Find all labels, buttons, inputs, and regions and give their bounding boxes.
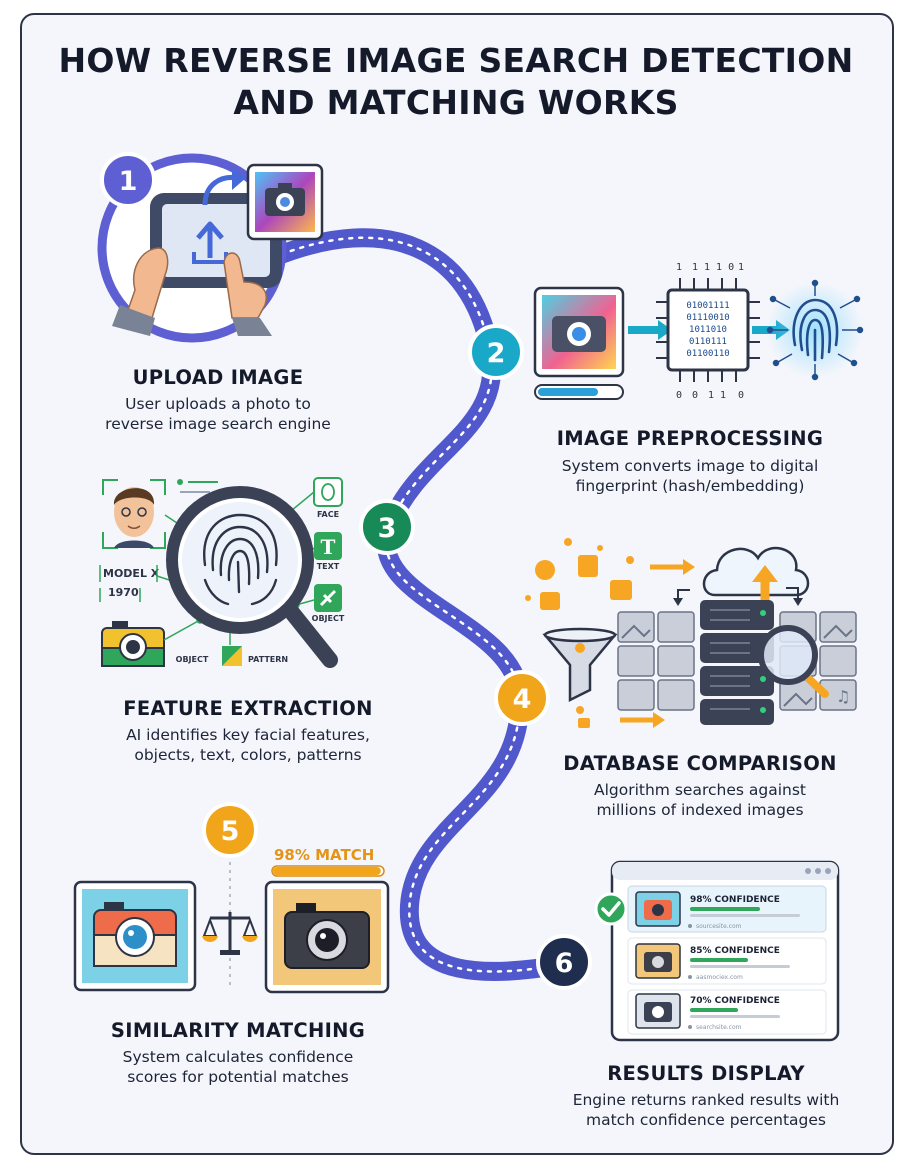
- camera-icon: [101, 621, 165, 667]
- svg-text:1: 1: [738, 262, 744, 273]
- svg-text:4: 4: [513, 684, 532, 715]
- result-confidence: 98% CONFIDENCE: [690, 895, 780, 905]
- svg-text:01001111: 01001111: [686, 301, 729, 311]
- svg-text:1: 1: [692, 262, 698, 273]
- matched-camera-photo: [264, 880, 390, 994]
- result-url[interactable]: searchsite.com: [696, 1024, 742, 1031]
- result-url[interactable]: sourcesite.com: [696, 923, 742, 930]
- step-badge-1: 1: [100, 152, 156, 208]
- object-icon: [314, 584, 342, 612]
- chip-icon: 01001111 01110010 1011010 0110111 011001…: [656, 278, 760, 382]
- svg-text:0110111: 0110111: [689, 337, 727, 347]
- funnel-icon: [542, 627, 618, 728]
- result-url[interactable]: aasmociex.com: [696, 974, 743, 981]
- svg-text:PATTERN: PATTERN: [248, 655, 288, 664]
- check-icon: [594, 892, 628, 926]
- svg-text:0: 0: [676, 390, 682, 401]
- cloud-icon: [702, 546, 810, 600]
- svg-text:6: 6: [555, 948, 574, 979]
- svg-text:TEXT: TEXT: [317, 562, 340, 571]
- step-badge-4: 4: [494, 670, 550, 726]
- face-scan-icon: [313, 477, 343, 507]
- connecting-path: [262, 228, 570, 981]
- svg-text:1970: 1970: [108, 586, 139, 599]
- step-badge-2: 2: [468, 324, 524, 380]
- svg-text:3: 3: [378, 513, 397, 544]
- svg-text:OBJECT: OBJECT: [312, 614, 345, 623]
- svg-text:1 1: 1 1: [708, 390, 726, 401]
- step-3-description: AI identifies key facial features,object…: [126, 726, 370, 764]
- feature-extraction-illustration: MODEL X 1970: [99, 477, 345, 668]
- step-5-title: SIMILARITY MATCHING: [110, 1019, 366, 1042]
- svg-text:FACE: FACE: [317, 510, 339, 519]
- svg-text:1: 1: [119, 166, 138, 197]
- step-4-title: DATABASE COMPARISON: [563, 752, 837, 775]
- svg-text:MODEL X: MODEL X: [103, 567, 160, 580]
- match-label: 98% MATCH: [274, 846, 374, 864]
- step-2-title: IMAGE PREPROCESSING: [556, 427, 824, 450]
- incoming-media-icons: [525, 538, 634, 610]
- svg-text:2: 2: [487, 338, 506, 369]
- svg-text:1 1 0: 1 1 0: [704, 262, 734, 273]
- similarity-illustration: 98% MATCH: [73, 846, 390, 994]
- svg-text:1011010: 1011010: [689, 325, 727, 335]
- step-badge-3: 3: [359, 499, 415, 555]
- step-badge-6: 6: [536, 934, 592, 990]
- face-portrait-icon: [102, 479, 166, 549]
- hand-icon: [112, 247, 272, 336]
- result-confidence: 70% CONFIDENCE: [690, 996, 780, 1006]
- music-note-icon: ♫: [836, 687, 850, 706]
- svg-text:OBJECT: OBJECT: [176, 655, 209, 664]
- upload-progress-bar: [538, 388, 598, 396]
- photo-thumbnail-icon: [246, 163, 324, 241]
- pattern-icon: [222, 646, 242, 666]
- scale-icon: [202, 912, 258, 955]
- result-confidence: 85% CONFIDENCE: [690, 946, 780, 956]
- svg-text:0: 0: [738, 390, 744, 401]
- magnifier-fingerprint-icon: [166, 486, 338, 668]
- match-bar-fill: [273, 867, 381, 875]
- results-illustration: 98% CONFIDENCE sourcesite.com 85% CONFID…: [594, 860, 840, 1042]
- step-3-title: FEATURE EXTRACTION: [123, 697, 373, 720]
- page-title: HOW REVERSE IMAGE SEARCH DETECTION AND M…: [58, 41, 854, 122]
- preprocessing-illustration: 01001111 01110010 1011010 0110111 011001…: [533, 262, 864, 401]
- svg-text:01100110: 01100110: [686, 349, 729, 359]
- upload-illustration: [97, 153, 324, 343]
- source-camera-photo: [73, 880, 197, 992]
- svg-text:5: 5: [221, 816, 240, 847]
- text-icon: T: [314, 532, 342, 560]
- camera-photo-icon: [533, 286, 625, 378]
- step-6-title: RESULTS DISPLAY: [607, 1062, 805, 1085]
- step-badge-5: 5: [202, 802, 258, 858]
- search-magnifier-icon: [758, 625, 829, 698]
- step-1-title: UPLOAD IMAGE: [132, 366, 304, 389]
- svg-text:1: 1: [676, 262, 682, 273]
- server-rack-icon: [700, 600, 774, 725]
- database-illustration: ♫: [525, 538, 857, 728]
- svg-text:0: 0: [692, 390, 698, 401]
- svg-text:T: T: [321, 535, 336, 559]
- fingerprint-icon: [766, 279, 864, 381]
- svg-text:01110010: 01110010: [686, 313, 729, 323]
